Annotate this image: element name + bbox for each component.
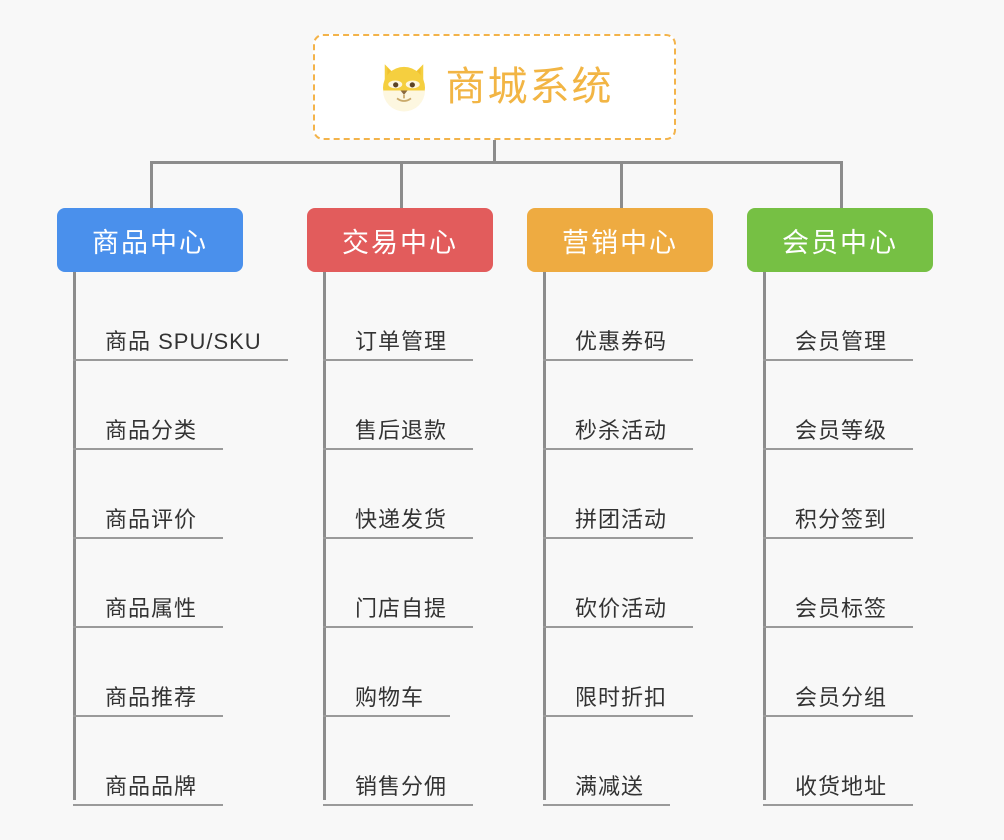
leaf-label: 会员标签 — [795, 595, 888, 621]
leaf-spine-3 — [543, 272, 546, 800]
leaf-item[interactable]: 门店自提 — [323, 539, 473, 628]
leaf-item[interactable]: 满减送 — [543, 717, 670, 806]
leaf-item[interactable]: 积分签到 — [763, 450, 913, 539]
root-node-title: 商城系统 — [445, 65, 614, 109]
leaf-item[interactable]: 商品属性 — [73, 539, 223, 628]
leaf-item[interactable]: 商品 SPU/SKU — [73, 272, 288, 361]
leaf-item[interactable]: 商品分类 — [73, 361, 223, 450]
leaf-item[interactable]: 会员管理 — [763, 272, 913, 361]
category-label-2: 交易中心 — [342, 227, 458, 258]
leaf-label: 订单管理 — [355, 328, 448, 354]
leaf-item[interactable]: 快递发货 — [323, 450, 473, 539]
connector-drop-3 — [620, 161, 623, 208]
leaf-label: 商品评价 — [105, 506, 198, 532]
category-label-1: 商品中心 — [92, 227, 208, 258]
leaf-item[interactable]: 销售分佣 — [323, 717, 473, 806]
leaf-item[interactable]: 商品品牌 — [73, 717, 223, 806]
leaf-label: 满减送 — [575, 773, 645, 799]
leaf-item[interactable]: 商品推荐 — [73, 628, 223, 717]
leaf-item[interactable]: 会员分组 — [763, 628, 913, 717]
leaf-item[interactable]: 限时折扣 — [543, 628, 693, 717]
leaf-label: 会员分组 — [795, 684, 888, 710]
leaf-label: 商品分类 — [105, 417, 198, 443]
leaf-item[interactable]: 会员标签 — [763, 539, 913, 628]
leaf-label: 积分签到 — [795, 506, 888, 532]
leaf-item[interactable]: 收货地址 — [763, 717, 913, 806]
leaf-label: 会员管理 — [795, 328, 888, 354]
leaf-label: 拼团活动 — [575, 506, 668, 532]
connector-drop-1 — [150, 161, 153, 208]
leaf-label: 限时折扣 — [575, 684, 668, 710]
leaf-spine-1 — [73, 272, 76, 800]
leaf-label: 秒杀活动 — [575, 417, 668, 443]
root-node-mall-system[interactable]: 商城系统 — [313, 34, 676, 140]
leaf-item[interactable]: 拼团活动 — [543, 450, 693, 539]
leaf-item[interactable]: 商品评价 — [73, 450, 223, 539]
leaf-label: 商品推荐 — [105, 684, 198, 710]
leaf-label: 商品属性 — [105, 595, 198, 621]
category-box-1[interactable]: 商品中心 — [57, 208, 243, 272]
leaf-label: 门店自提 — [355, 595, 448, 621]
shiba-dog-face-icon — [382, 64, 425, 112]
leaf-item[interactable]: 砍价活动 — [543, 539, 693, 628]
leaf-label: 会员等级 — [795, 417, 888, 443]
leaf-label: 商品 SPU/SKU — [105, 328, 262, 354]
category-box-4[interactable]: 会员中心 — [747, 208, 933, 272]
category-box-2[interactable]: 交易中心 — [307, 208, 493, 272]
leaf-label: 优惠券码 — [575, 328, 668, 354]
leaf-spine-4 — [763, 272, 766, 800]
leaf-item[interactable]: 订单管理 — [323, 272, 473, 361]
leaf-item[interactable]: 优惠券码 — [543, 272, 693, 361]
category-box-3[interactable]: 营销中心 — [527, 208, 713, 272]
category-label-4: 会员中心 — [782, 227, 898, 258]
category-label-3: 营销中心 — [562, 227, 678, 258]
connector-horizontal-bus — [150, 161, 843, 164]
leaf-label: 收货地址 — [795, 773, 888, 799]
leaf-label: 商品品牌 — [105, 773, 198, 799]
leaf-item[interactable]: 会员等级 — [763, 361, 913, 450]
leaf-label: 快递发货 — [355, 506, 448, 532]
leaf-item[interactable]: 购物车 — [323, 628, 450, 717]
leaf-label: 购物车 — [355, 684, 425, 710]
leaf-item[interactable]: 秒杀活动 — [543, 361, 693, 450]
leaf-label: 砍价活动 — [575, 595, 668, 621]
connector-drop-2 — [400, 161, 403, 208]
leaf-spine-2 — [323, 272, 326, 800]
leaf-label: 销售分佣 — [355, 773, 448, 799]
connector-root-stub — [493, 140, 496, 161]
connector-drop-4 — [840, 161, 843, 208]
leaf-label: 售后退款 — [355, 417, 448, 443]
leaf-item[interactable]: 售后退款 — [323, 361, 473, 450]
